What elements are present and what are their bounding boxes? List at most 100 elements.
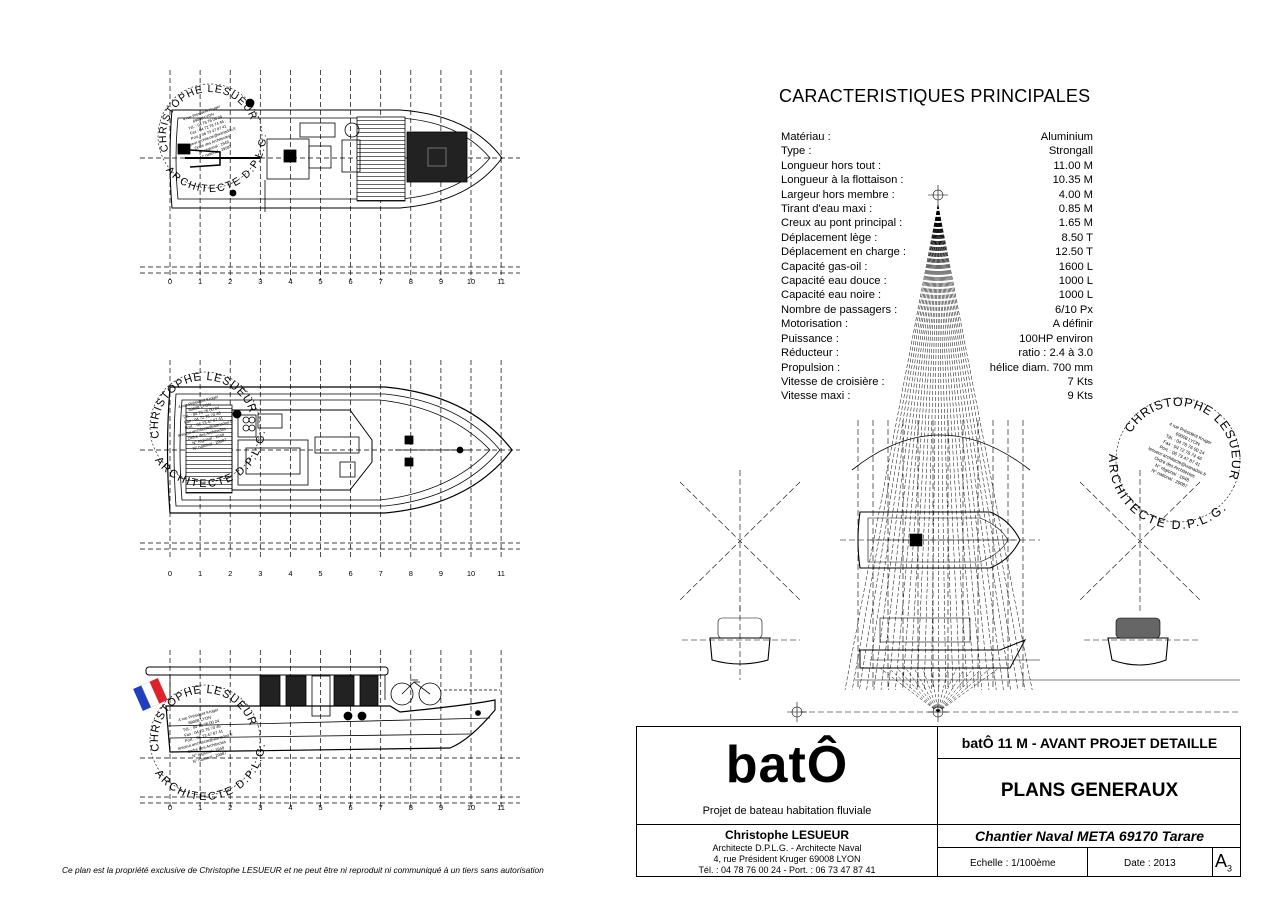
scale-tick-label: 11 [497, 803, 505, 812]
brand-subtitle: Projet de bateau habitation fluviale [702, 805, 872, 817]
spec-value: 8.50 T [1061, 231, 1093, 244]
french-flag-icon [133, 678, 168, 711]
scale-tick-label: 5 [318, 569, 322, 578]
spec-label: Vitesse de croisière : [781, 375, 885, 388]
spec-row: Déplacement en charge : 12.50 T [781, 245, 1093, 259]
spec-value: 9 Kts [1067, 390, 1094, 403]
scale-tick-label: 3 [258, 277, 262, 286]
spec-row: Réducteur : ratio : 2.4 à 3.0 [781, 346, 1093, 360]
spec-value: 12.50 T [1055, 246, 1093, 259]
spec-row: Nombre de passagers : 6/10 Px [781, 303, 1093, 317]
spec-row: Longueur à la flottaison : 10.35 M [781, 173, 1093, 187]
spec-value: Strongall [1048, 145, 1093, 158]
spec-row: Propulsion :hélice diam. 700 mm [781, 361, 1093, 375]
scale-tick-label: 4 [288, 277, 292, 286]
spec-label: Déplacement en charge : [781, 246, 907, 259]
spec-value: 1600 L [1058, 260, 1093, 273]
scale-tick-label: 10 [467, 569, 475, 578]
spec-value: 1000 L [1058, 275, 1093, 288]
shipyard: Chantier Naval META 69170 Tarare [974, 828, 1205, 844]
scale-tick-label: 9 [439, 803, 443, 812]
spec-label: Tirant d'eau maxi : [781, 203, 873, 216]
spec-label: Largeur hors membre : [781, 188, 895, 201]
spec-row: Motorisation : A définir [781, 317, 1093, 331]
stamp-address-line: 69008 LYON [188, 402, 212, 413]
drawing-date: Date : 2013 [1124, 858, 1176, 869]
spec-label: Capacité eau noire : [781, 289, 882, 302]
scale-tick-label: 4 [288, 803, 292, 812]
spec-label: Longueur à la flottaison : [781, 174, 904, 187]
spec-label: Type : [781, 145, 812, 158]
spec-value: 4.00 M [1058, 188, 1093, 201]
spec-value: hélice diam. 700 mm [989, 361, 1093, 374]
scale-tick-label: 0 [168, 277, 172, 286]
scale-tick-label: 8 [409, 803, 413, 812]
spec-row: Creux au pont principal : 1.65 M [781, 216, 1093, 230]
spec-label: Matériau : [781, 131, 831, 143]
architect-line: Architecte D.P.L.G. - Architecte Naval [712, 843, 862, 853]
scale-tick-label: 2 [228, 803, 232, 812]
scale-tick-label: 0 [168, 569, 172, 578]
spec-value: 6/10 Px [1055, 303, 1093, 316]
spec-label: Longueur hors tout : [781, 159, 882, 172]
brand-logo: batÔ [725, 736, 849, 794]
spec-row: Capacité gas-oil : 1600 L [781, 260, 1093, 274]
spec-value: 10.35 M [1052, 174, 1093, 187]
scale-tick-label: 6 [349, 803, 353, 812]
spec-value: 100HP environ [1019, 332, 1093, 345]
spec-row: Type : Strongall [781, 144, 1093, 158]
scale-tick-label: 5 [318, 803, 322, 812]
sheet-title: PLANS GENERAUX [1000, 780, 1179, 801]
scale-tick-label: 9 [439, 569, 443, 578]
spec-label: Creux au pont principal : [781, 217, 903, 230]
architect-line: Tél. : 04 78 76 00 24 - Port. : 06 73 47… [698, 865, 876, 875]
scale-tick-label: 1 [198, 277, 202, 286]
spec-row: Puissance : 100HP environ [781, 332, 1093, 346]
stamp-address-line: 69008 LYON [188, 715, 212, 726]
spec-row: Matériau : Aluminium [781, 130, 1093, 144]
scale-tick-label: 0 [168, 803, 172, 812]
spec-value: 1000 L [1058, 289, 1093, 302]
spec-value: ratio : 2.4 à 3.0 [1018, 347, 1093, 360]
upper-deck-plan [140, 70, 520, 280]
scale-tick-label: 3 [258, 569, 262, 578]
scale-tick-label: 2 [228, 277, 232, 286]
spec-value: 0.85 M [1058, 203, 1093, 216]
architect-name: Christophe LESUEUR [724, 828, 849, 842]
lines-and-sections-drawing [679, 185, 1240, 722]
scale-tick-label: 11 [497, 277, 505, 286]
spec-value: A définir [1052, 318, 1093, 331]
scale-tick-label: 6 [349, 277, 353, 286]
scale-tick-label: 10 [467, 277, 475, 286]
spec-value: 1.65 M [1058, 217, 1093, 230]
spec-label: Puissance : [781, 332, 839, 345]
spec-label: Vitesse maxi : [781, 390, 851, 403]
spec-row: Longueur hors tout :11.00 M [781, 159, 1093, 173]
scale-tick-label: 8 [409, 277, 413, 286]
spec-label: Réducteur : [781, 347, 839, 360]
scale-tick-label: 6 [349, 569, 353, 578]
scale-tick-label: 10 [467, 803, 475, 812]
scale-tick-label: 8 [409, 569, 413, 578]
scale-tick-label: 1 [198, 803, 202, 812]
scale-tick-label: 9 [439, 277, 443, 286]
scale-tick-label: 7 [379, 277, 383, 286]
spec-label: Motorisation : [781, 318, 849, 331]
scale-tick-label: 1 [198, 569, 202, 578]
spec-label: Capacité gas-oil : [781, 260, 868, 273]
scale-tick-label: 5 [318, 277, 322, 286]
spec-value: 7 Kts [1067, 375, 1094, 388]
spec-row: Tirant d'eau maxi : 0.85 M [781, 202, 1093, 216]
spec-value: Aluminium [1040, 131, 1093, 143]
spec-label: Nombre de passagers : [781, 303, 898, 316]
spec-row: Déplacement lège :8.50 T [781, 231, 1093, 245]
main-deck-plan [140, 360, 520, 560]
spec-row: Largeur hors membre : 4.00 M [781, 188, 1093, 202]
scale-tick-label: 7 [379, 803, 383, 812]
